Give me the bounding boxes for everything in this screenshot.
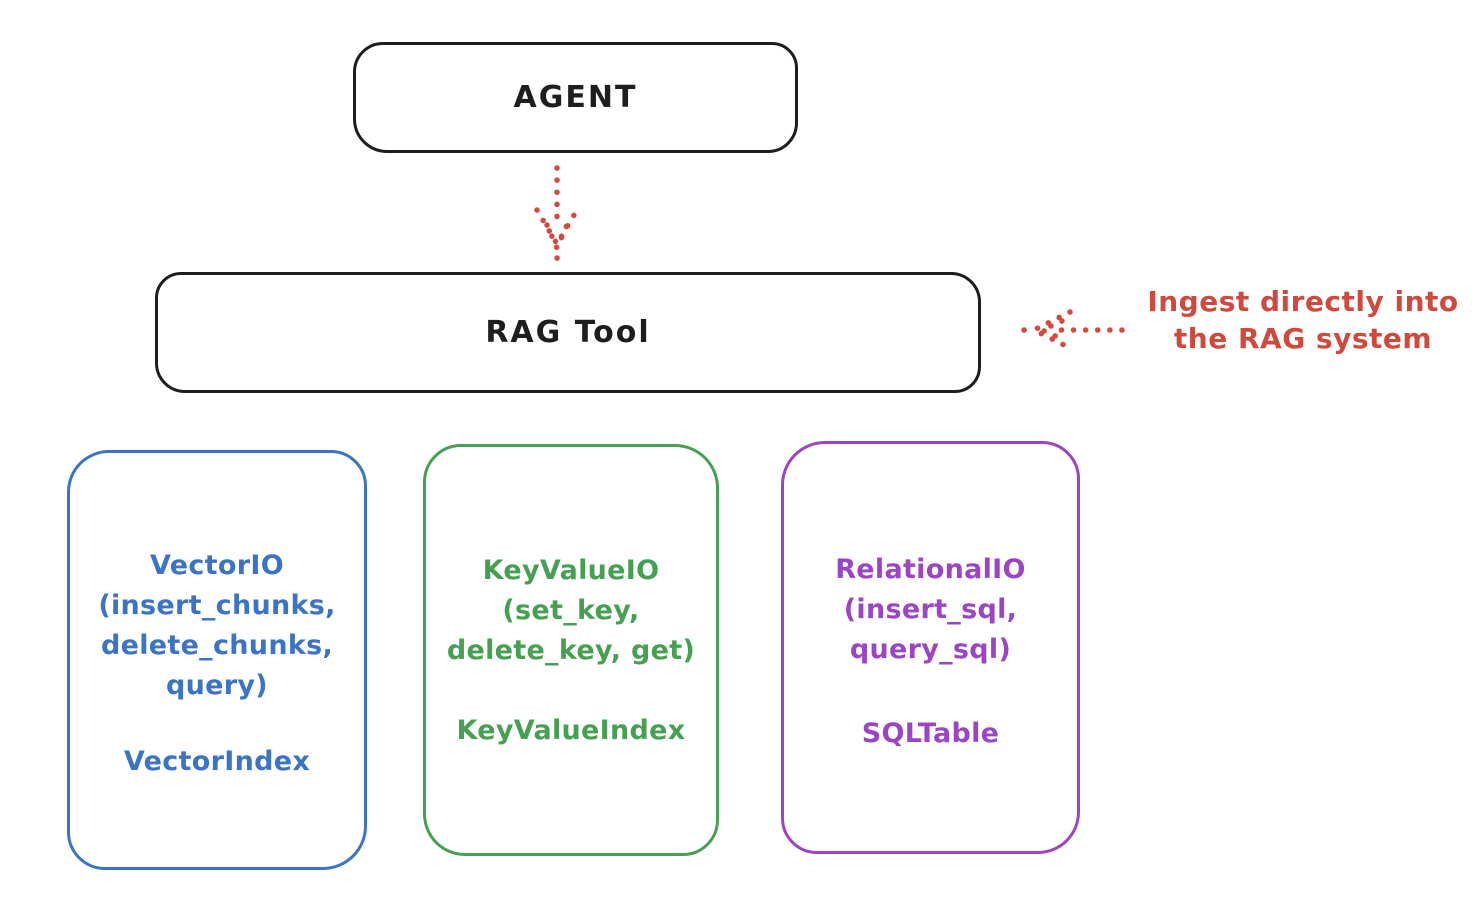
keyvalue-io-title: KeyValueIO (set_key, delete_key, get) xyxy=(447,551,695,671)
relational-io-title: RelationalIO (insert_sql, query_sql) xyxy=(835,550,1026,670)
backend-keyvalue-io: KeyValueIO (set_key, delete_key, get) Ke… xyxy=(423,444,719,856)
keyvalue-io-line-1: KeyValueIO xyxy=(482,555,660,586)
sql-table-label: SQLTable xyxy=(861,718,1000,749)
rag-tool-label: RAG Tool xyxy=(485,315,651,350)
backend-vector-io: VectorIO (insert_chunks, delete_chunks, … xyxy=(67,450,367,870)
vector-io-title: VectorIO (insert_chunks, delete_chunks, … xyxy=(98,546,335,706)
backend-relational-io: RelationalIO (insert_sql, query_sql) SQL… xyxy=(781,441,1080,854)
agent-label: AGENT xyxy=(513,80,638,115)
vector-io-line-2: (insert_chunks, xyxy=(98,590,336,621)
rag-tool-node: RAG Tool xyxy=(155,272,981,393)
keyvalue-index-label: KeyValueIndex xyxy=(456,715,686,746)
relational-io-line-3: query_sql) xyxy=(849,634,1012,665)
arrow-left-icon xyxy=(1021,309,1125,351)
vector-index-label: VectorIndex xyxy=(123,746,311,777)
agent-node: AGENT xyxy=(353,42,798,153)
keyvalue-io-line-3: delete_key, get) xyxy=(446,635,696,666)
vector-io-line-1: VectorIO xyxy=(150,550,284,581)
annotation-note: Ingest directly into the RAG system xyxy=(1138,283,1468,357)
vector-io-line-4: query) xyxy=(166,670,268,701)
annotation-line-1: Ingest directly into xyxy=(1147,285,1459,318)
keyvalue-io-line-2: (set_key, xyxy=(502,595,640,626)
vector-io-line-3: delete_chunks, xyxy=(100,630,334,661)
relational-io-line-2: (insert_sql, xyxy=(843,594,1018,625)
arrow-down-icon xyxy=(534,165,580,261)
annotation-line-2: the RAG system xyxy=(1173,322,1433,355)
relational-io-line-1: RelationalIO xyxy=(835,554,1026,585)
